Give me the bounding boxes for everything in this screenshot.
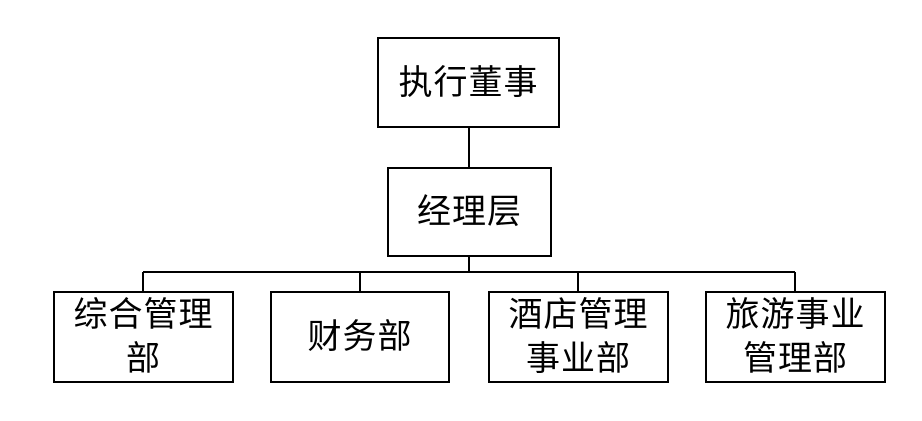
node-executive-director: 执行董事 [377,37,560,128]
node-dept-hotel-management-label: 酒店管理事业部 [508,295,649,379]
node-dept-tourism: 旅游事业管理部 [705,291,886,383]
node-dept-hotel-management: 酒店管理事业部 [488,291,669,383]
node-dept-finance-label: 财务部 [307,317,413,357]
node-executive-director-label: 执行董事 [398,62,539,103]
node-dept-general-admin: 综合管理部 [53,291,234,383]
node-dept-finance: 财务部 [270,291,450,383]
node-dept-general-admin-label: 综合管理部 [73,295,214,379]
node-management-label: 经理层 [417,192,522,232]
node-management: 经理层 [387,167,552,257]
node-dept-tourism-label: 旅游事业管理部 [725,295,866,379]
